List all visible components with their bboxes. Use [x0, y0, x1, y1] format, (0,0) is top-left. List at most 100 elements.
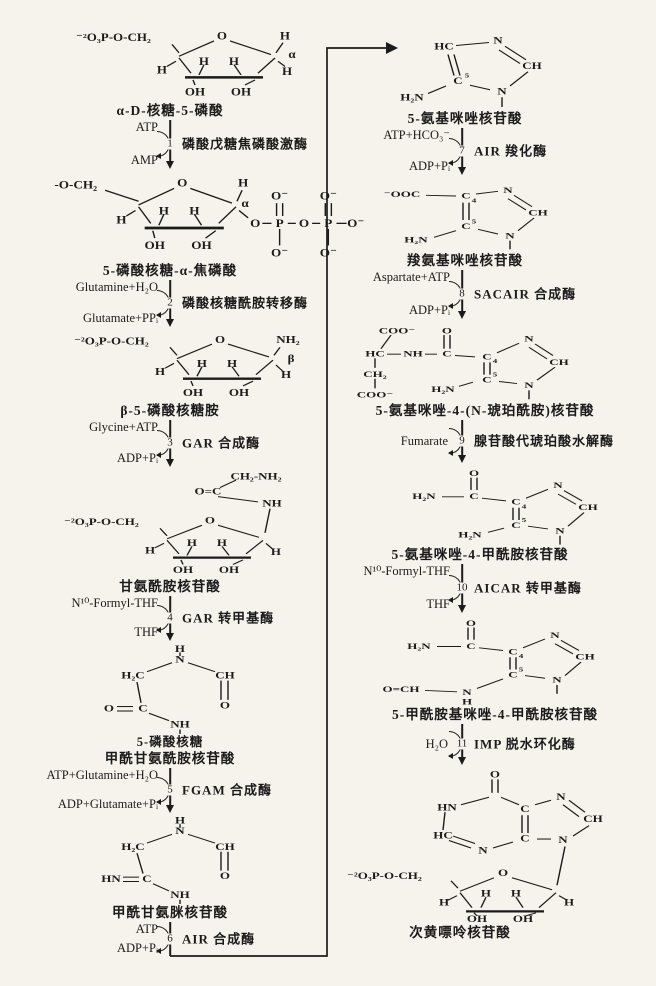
bond-line [152, 883, 170, 892]
atom-label: CH₂ [363, 370, 387, 380]
atom-label: O [498, 868, 508, 878]
bond-line [528, 346, 548, 360]
bond-line [425, 194, 457, 197]
reaction-output: ADP+Glutamate+Pᵢ [57, 796, 158, 811]
bond-line [554, 643, 574, 655]
atom-label: H [481, 889, 491, 899]
bond-line [452, 835, 476, 844]
atom-label: N [524, 334, 533, 344]
atom-label: H₂N [400, 93, 424, 103]
bond-line [148, 712, 170, 722]
bond-line [527, 525, 549, 530]
atom-label: P [276, 217, 284, 230]
reaction-step-7: ATP+HCO₃⁻ ADP+Pᵢ 7 AIR 羧化酶 [330, 128, 630, 175]
bond-line [217, 496, 259, 503]
bond-line [558, 895, 568, 901]
reaction-step-5: ATP+Glutamine+H₂O ADP+Glutamate+Pᵢ 5 FGA… [5, 768, 320, 813]
atom-label: H [511, 889, 521, 899]
atom-label: H [199, 55, 210, 68]
step-number: 6 [166, 932, 174, 945]
atom-label: C [466, 642, 475, 652]
atom-label: CH [215, 842, 235, 852]
atom-label: OH [191, 239, 212, 252]
atom-label: H₂N [458, 530, 481, 540]
reaction-step-9: Fumarate 9 腺苷酸代琥珀酸水解酶 [330, 420, 640, 463]
bond-line [513, 194, 533, 208]
atom-label: N [503, 186, 512, 195]
bond-line [459, 877, 495, 892]
atom-label: OH [229, 386, 249, 398]
bond-line [572, 825, 590, 837]
atom-label: H [189, 204, 199, 217]
bond-line [524, 675, 546, 679]
bond-line [221, 546, 230, 556]
atom-label: O [205, 516, 215, 526]
bond-line [166, 524, 203, 540]
atom-label: C [511, 497, 520, 507]
bond-line [469, 84, 491, 91]
ring-position-number: 4 [493, 357, 498, 364]
bond-line [187, 662, 216, 673]
compound-name: 羧氨基咪唑核苷酸 [407, 253, 523, 268]
bond-line [477, 228, 499, 235]
bond-line [227, 343, 270, 358]
atom-label: ⁻²O₃P-O-CH₂ [64, 517, 139, 527]
atom-label: H [175, 644, 185, 654]
atom-label: C [508, 670, 517, 680]
atom-label: O [469, 469, 480, 479]
atom-label: β [288, 352, 295, 364]
bond-line [196, 366, 203, 377]
bond-line [137, 206, 152, 224]
atom-label: C [142, 874, 151, 884]
atom-label: O [177, 176, 187, 189]
atom-label: C [461, 222, 470, 231]
bond-line [504, 45, 527, 61]
bond-line [190, 187, 233, 204]
reaction-step-6: ATP ADP+Pᵢ 6 AIR 合成酶 [30, 922, 320, 956]
enzyme-label: SACAIR 合成酶 [474, 286, 577, 302]
atom-label: O⁻ [320, 246, 337, 259]
atom-label: O [104, 704, 114, 714]
bond-line [231, 366, 240, 377]
atom-label: O=CH [383, 685, 420, 695]
bond-line [492, 841, 514, 849]
atom-label: ⁻OOC [384, 190, 420, 199]
atom-label: C [520, 834, 529, 844]
bond-line [473, 912, 478, 917]
enzyme-label: AIR 羧化酶 [474, 143, 548, 159]
bond-line [380, 334, 392, 349]
bond-line [560, 640, 580, 651]
bond-line [500, 796, 520, 806]
step-number: 5 [166, 783, 174, 796]
step-number: 2 [166, 296, 174, 309]
atom-label: OH [145, 239, 166, 252]
atom-label: H [197, 357, 207, 369]
bond-line [169, 346, 178, 356]
bond-line [146, 833, 173, 844]
atom-label: ⁻²O₃P-O-CH₂ [74, 335, 149, 347]
compound-name-structure-line: 5-磷酸核糖 [136, 735, 204, 749]
bond-line [458, 381, 474, 387]
arrow-head-icon [166, 319, 174, 327]
atom-label: N [497, 87, 507, 97]
bond-line [273, 347, 281, 356]
atom-label: N [558, 835, 568, 845]
atom-label: N [550, 631, 559, 641]
bond-line [277, 60, 286, 67]
compound-name: 甲酰甘氨酰胺核苷酸 [104, 751, 236, 766]
bond-line [186, 546, 193, 556]
atom-label: CH [549, 358, 569, 368]
atom-label: C [461, 191, 470, 200]
bond-line [178, 57, 192, 74]
bond-line [192, 79, 196, 86]
bond-line [187, 833, 216, 844]
atom-label: OH [467, 914, 487, 924]
bond-line [557, 493, 577, 505]
atom-label: H [282, 65, 293, 78]
atom-label: C [511, 521, 520, 531]
